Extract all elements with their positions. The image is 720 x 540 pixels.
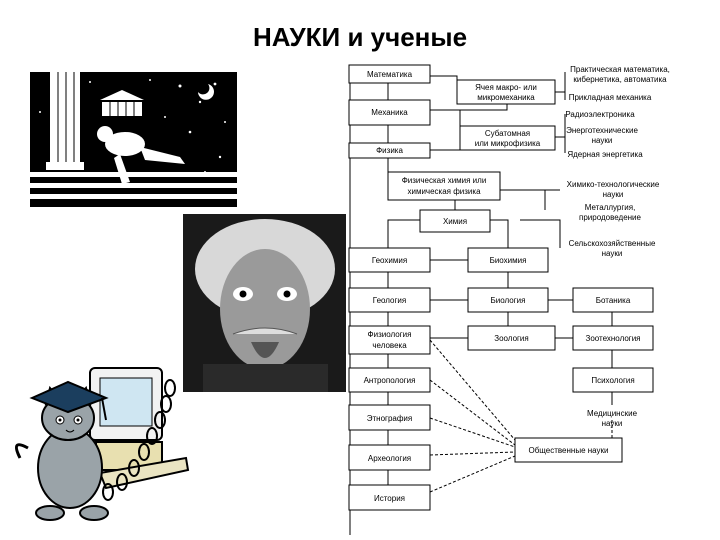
node-istoriya: История — [348, 484, 431, 511]
svg-text:Зоология: Зоология — [494, 334, 528, 343]
svg-text:Ботаника: Ботаника — [596, 296, 631, 305]
svg-text:Химия: Химия — [443, 217, 467, 226]
svg-text:науки: науки — [603, 190, 624, 199]
node-geologiya: Геология — [348, 287, 431, 313]
page-title: НАУКИ и ученые — [252, 22, 468, 52]
svg-text:науки: науки — [602, 419, 623, 428]
svg-text:Механика: Механика — [371, 108, 408, 117]
svg-text:Этнография: Этнография — [367, 414, 412, 423]
node-etnografiya: Этнография — [348, 404, 431, 431]
svg-text:Зоотехнология: Зоотехнология — [585, 334, 640, 343]
einstein-photo — [183, 214, 346, 392]
svg-text:природоведение: природоведение — [579, 213, 642, 222]
svg-text:Геология: Геология — [373, 296, 406, 305]
svg-text:или микрофизика: или микрофизика — [475, 139, 541, 148]
svg-text:Ячея макро- или: Ячея макро- или — [475, 83, 537, 92]
svg-text:Физическая химия или: Физическая химия или — [402, 176, 487, 185]
node-mikromekh: Ячея макро- или микромеханика — [456, 79, 556, 105]
svg-text:науки: науки — [592, 136, 613, 145]
label-prikl-mat: Практическая математика, — [570, 65, 670, 74]
cat-computer-cartoon — [14, 367, 190, 521]
label-prikl-mekh: Прикладная механика — [569, 93, 652, 102]
svg-text:Антропология: Антропология — [364, 376, 416, 385]
svg-text:История: История — [374, 494, 405, 503]
node-fizkhim: Физическая химия или химическая физика — [387, 171, 501, 201]
node-zootekhnika: Зоотехнология — [572, 325, 654, 351]
svg-text:химическая физика: химическая физика — [407, 187, 481, 196]
label-energo: Энерготехнические — [566, 126, 638, 135]
node-biologiya: Биология — [467, 287, 549, 313]
label-medicina: Медицинские — [587, 409, 638, 418]
svg-text:Физика: Физика — [376, 146, 403, 155]
svg-text:Общественные науки: Общественные науки — [528, 446, 608, 455]
node-psikhologiya: Психология — [572, 367, 654, 393]
svg-text:Биология: Биология — [491, 296, 526, 305]
node-antropologiya: Антропология — [348, 367, 431, 393]
svg-text:человека: человека — [372, 341, 407, 350]
node-botanika: Ботаника — [572, 287, 654, 313]
label-khimtekh: Химико-технологические — [567, 180, 660, 189]
node-zoologiya: Зоология — [467, 325, 556, 351]
node-obshch: Общественные науки — [514, 437, 623, 463]
astronomer-drawing — [30, 72, 237, 207]
node-geokhimiya: Геохимия — [348, 247, 431, 273]
svg-text:Физиология: Физиология — [368, 330, 412, 339]
svg-text:Субатомная: Субатомная — [485, 129, 530, 138]
node-fizika: Физика — [348, 142, 431, 159]
node-biokhimiya: Биохимия — [467, 247, 549, 273]
node-arkheologiya: Археология — [348, 444, 431, 471]
node-khimiya: Химия — [419, 209, 491, 233]
node-fiziologiya: Физиология человека — [348, 325, 431, 355]
label-radio: Радиоэлектроника — [565, 110, 635, 119]
dashed-connectors — [429, 339, 613, 493]
label-selkhoz: Сельскохозяйственные — [569, 239, 656, 248]
svg-text:Геохимия: Геохимия — [372, 256, 407, 265]
svg-text:Математика: Математика — [367, 70, 413, 79]
svg-text:Биохимия: Биохимия — [490, 256, 527, 265]
node-matematika: Математика — [348, 64, 431, 84]
svg-text:кибернетика, автоматика: кибернетика, автоматика — [573, 75, 667, 84]
svg-text:науки: науки — [602, 249, 623, 258]
svg-text:Психология: Психология — [591, 376, 634, 385]
node-mekhanika: Механика — [348, 99, 431, 126]
label-metallurgiya: Металлургия, — [585, 203, 636, 212]
svg-text:микромеханика: микромеханика — [477, 93, 535, 102]
svg-text:Археология: Археология — [368, 454, 411, 463]
applied-labels: Практическая математика, кибернетика, ав… — [565, 65, 670, 428]
node-subatom: Субатомная или микрофизика — [459, 125, 556, 151]
label-yadernaya: Ядерная энергетика — [567, 150, 643, 159]
